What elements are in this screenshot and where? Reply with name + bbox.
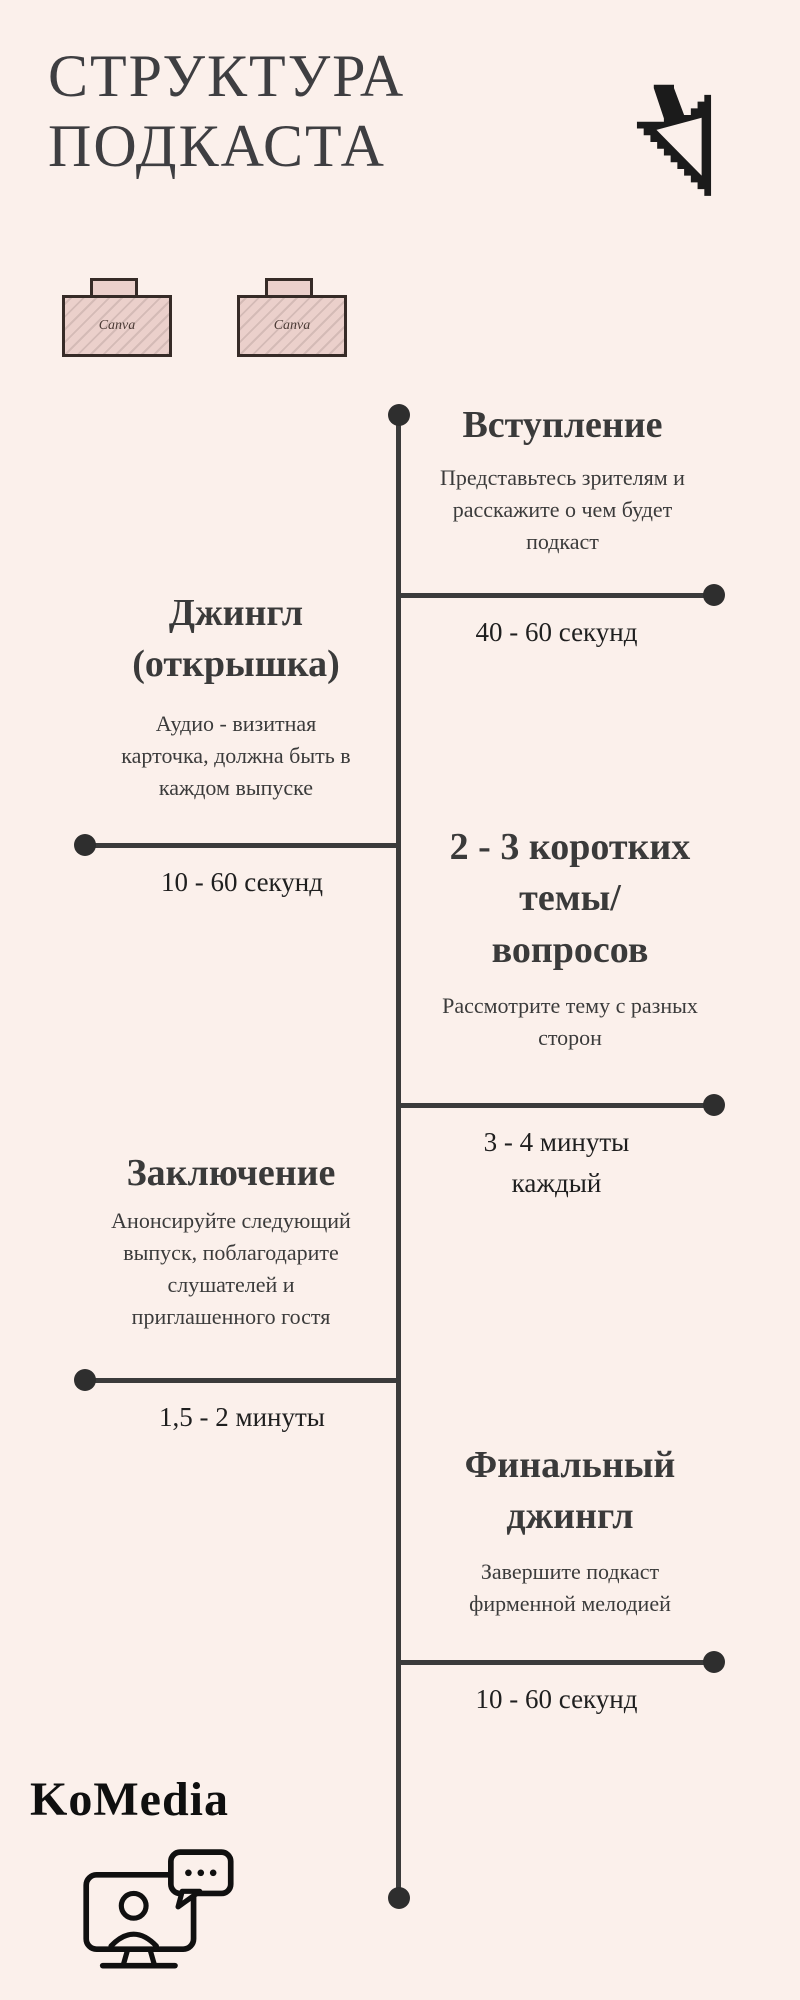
section-description: Анонсируйте следующий выпуск, поблагодар… <box>111 1208 351 1329</box>
video-chat-monitor-icon <box>82 1848 237 1976</box>
section-description: Рассмотрите тему с разных сторон <box>442 993 698 1050</box>
timeline-branch <box>85 1378 399 1383</box>
timeline-dot <box>703 584 725 606</box>
folder-body: Canva <box>62 295 172 357</box>
pixel-folder-icon: Canva <box>62 278 172 357</box>
folder-label: Canva <box>98 318 136 333</box>
section-title: Вступление <box>462 404 663 446</box>
page-title: СТРУКТУРА ПОДКАСТА <box>48 42 405 181</box>
timeline-end-dot <box>388 1887 410 1909</box>
pixel-folder-icon: Canva <box>237 278 347 357</box>
section-title: Джингл (открышка) <box>132 592 340 686</box>
section-title: 2 - 3 коротких темы/ вопросов <box>449 826 691 971</box>
section-duration: 3 - 4 минуты каждый <box>483 1127 630 1198</box>
folder-label: Canva <box>273 318 311 333</box>
folder-tab <box>90 278 138 295</box>
pixel-cursor-icon <box>608 78 740 206</box>
section-duration: 40 - 60 секунд <box>475 617 638 647</box>
section-description: Аудио - визитная карточка, должна быть в… <box>121 711 351 800</box>
timeline-branch <box>399 1103 714 1108</box>
folder-body: Canva <box>237 295 347 357</box>
timeline-dot <box>74 834 96 856</box>
page-title-line1: СТРУКТУРА <box>48 43 406 109</box>
folder-tab <box>265 278 313 295</box>
section-duration: 10 - 60 секунд <box>161 867 323 897</box>
section-description: Представьтесь зрителям и расскажите о че… <box>440 465 685 554</box>
timeline-dot <box>703 1094 725 1116</box>
timeline-branch <box>399 593 714 598</box>
timeline-start-dot <box>388 404 410 426</box>
brand-logo-text: KoMedia <box>30 1773 229 1826</box>
section-duration: 10 - 60 секунд <box>475 1684 638 1714</box>
timeline-dot <box>74 1369 96 1391</box>
section-duration: 1,5 - 2 минуты <box>159 1402 325 1432</box>
section-description: Завершите подкаст фирменной мелодией <box>469 1559 671 1616</box>
section-title: Заключение <box>126 1152 336 1194</box>
page-title-line2: ПОДКАСТА <box>48 112 386 179</box>
timeline-branch <box>399 1660 714 1665</box>
timeline-line <box>396 414 401 1900</box>
timeline-dot <box>703 1651 725 1673</box>
timeline-branch <box>85 843 399 848</box>
section-title: Финальный джингл <box>464 1444 676 1538</box>
